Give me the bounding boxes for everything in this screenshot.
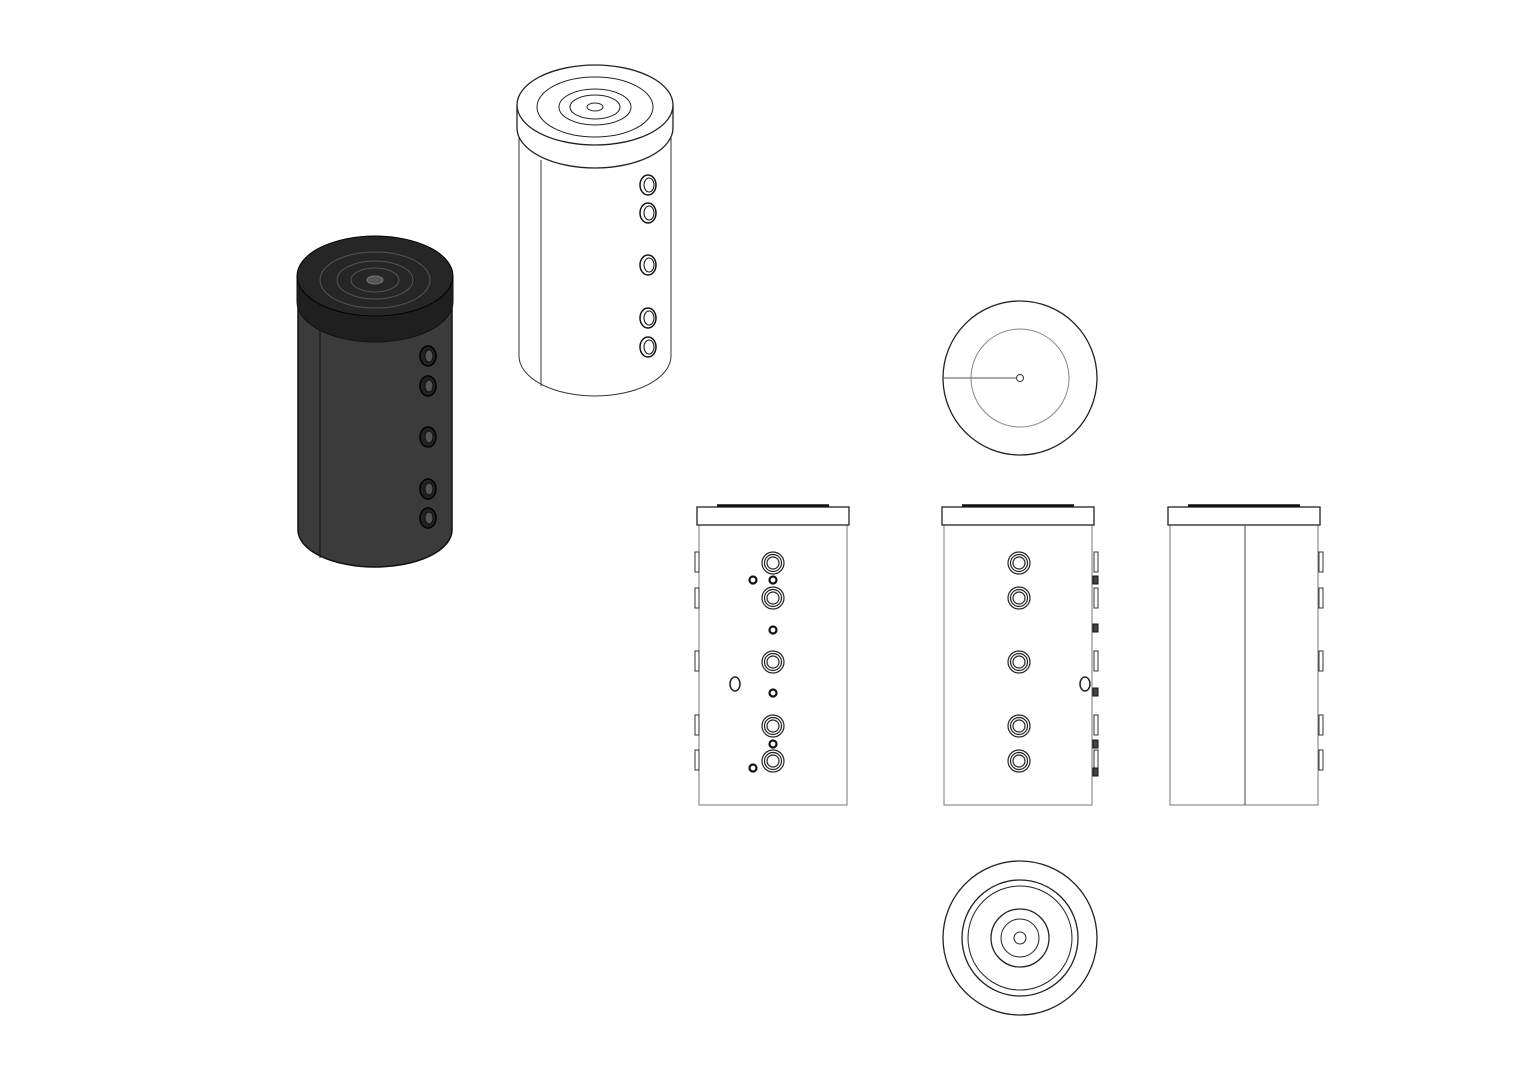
side-fitting — [1092, 623, 1099, 633]
rear-elevation — [1167, 504, 1324, 806]
side-fitting — [694, 749, 700, 771]
pipe-port — [761, 749, 785, 773]
pipe-port — [1012, 556, 1026, 570]
side-fitting — [1093, 749, 1099, 771]
elevation-views — [694, 504, 1324, 806]
tank-body-line — [518, 135, 672, 397]
bottom-view — [942, 860, 1098, 1016]
pipe-port-bore — [643, 257, 655, 273]
side-fitting — [694, 650, 700, 672]
tank-body-outline — [1169, 524, 1319, 806]
side-port — [729, 676, 741, 692]
pipe-port — [766, 754, 780, 768]
pipe-port-bore — [424, 349, 434, 363]
pipe-port — [1012, 754, 1026, 768]
pipe-port — [766, 556, 780, 570]
side-fitting — [1318, 749, 1324, 771]
side-fitting — [1092, 767, 1099, 777]
pipe-port-bore — [643, 310, 655, 326]
side-fitting — [694, 714, 700, 736]
pipe-port — [761, 714, 785, 738]
outer-circle — [942, 860, 1098, 1016]
sensor-port — [748, 763, 758, 773]
tank-body-outline — [943, 524, 1093, 806]
isometric-view-shaded — [296, 235, 454, 568]
pipe-port — [1007, 551, 1031, 575]
pipe-port — [1012, 591, 1026, 605]
sensor-port — [768, 688, 778, 698]
tank-cap-outline — [696, 506, 850, 526]
top-view — [942, 300, 1098, 456]
side-fitting — [1092, 687, 1099, 697]
pipe-port-bore — [424, 430, 434, 444]
top-ring — [536, 76, 654, 138]
side-fitting — [694, 551, 700, 573]
sensor-port — [768, 625, 778, 635]
side-fitting — [1318, 551, 1324, 573]
pipe-port — [1007, 714, 1031, 738]
center-point — [1016, 374, 1024, 382]
pipe-port — [1007, 586, 1031, 610]
sensor-port — [768, 575, 778, 585]
center-port — [1013, 931, 1027, 945]
top-port — [586, 102, 604, 112]
side-fitting — [1093, 714, 1099, 736]
ring — [961, 879, 1079, 997]
side-fitting — [1093, 587, 1099, 609]
tank-cap-outline — [941, 506, 1095, 526]
pipe-port — [1007, 650, 1031, 674]
pipe-port — [766, 591, 780, 605]
side-elevation — [941, 504, 1099, 806]
sensor-port — [748, 575, 758, 585]
pipe-port — [1009, 716, 1029, 736]
pipe-port — [761, 650, 785, 674]
pipe-port — [763, 588, 783, 608]
side-fitting — [1093, 650, 1099, 672]
side-fitting — [694, 587, 700, 609]
side-fitting — [1318, 587, 1324, 609]
pipe-port — [1009, 588, 1029, 608]
pipe-port — [1009, 751, 1029, 771]
top-ring — [319, 251, 431, 309]
pipe-port — [1012, 719, 1026, 733]
top-ring — [569, 94, 621, 120]
ring — [1000, 918, 1040, 958]
side-fitting — [1093, 551, 1099, 573]
pipe-port-bore — [424, 379, 434, 393]
side-fitting — [1318, 650, 1324, 672]
pipe-port — [763, 553, 783, 573]
pipe-port — [763, 716, 783, 736]
pipe-port-bore — [424, 482, 434, 496]
sensor-port — [768, 739, 778, 749]
side-fitting — [1318, 714, 1324, 736]
front-elevation — [694, 504, 850, 806]
pipe-port — [763, 652, 783, 672]
pipe-port-bore — [643, 177, 655, 193]
isometric-view-line — [516, 64, 674, 397]
ring — [967, 885, 1073, 991]
pipe-port-bore — [643, 339, 655, 355]
pipe-port — [1007, 749, 1031, 773]
side-fitting — [1092, 575, 1099, 585]
pipe-port — [763, 751, 783, 771]
pipe-port — [766, 655, 780, 669]
tank-cap-outline — [1167, 506, 1321, 526]
pipe-port — [1012, 655, 1026, 669]
pipe-port — [1009, 553, 1029, 573]
pipe-port — [761, 586, 785, 610]
pipe-port-bore — [643, 205, 655, 221]
side-fitting — [1092, 739, 1099, 749]
top-port — [366, 275, 384, 285]
top-ring — [336, 260, 414, 300]
tank-body-shaded — [297, 289, 453, 568]
top-ring — [558, 88, 632, 126]
pipe-port — [766, 719, 780, 733]
pipe-port — [1009, 652, 1029, 672]
side-port — [1079, 676, 1091, 692]
pipe-port-bore — [424, 511, 434, 525]
ring — [990, 908, 1050, 968]
tank-body-outline — [698, 524, 848, 806]
top-ring — [350, 267, 400, 293]
pipe-port — [761, 551, 785, 575]
